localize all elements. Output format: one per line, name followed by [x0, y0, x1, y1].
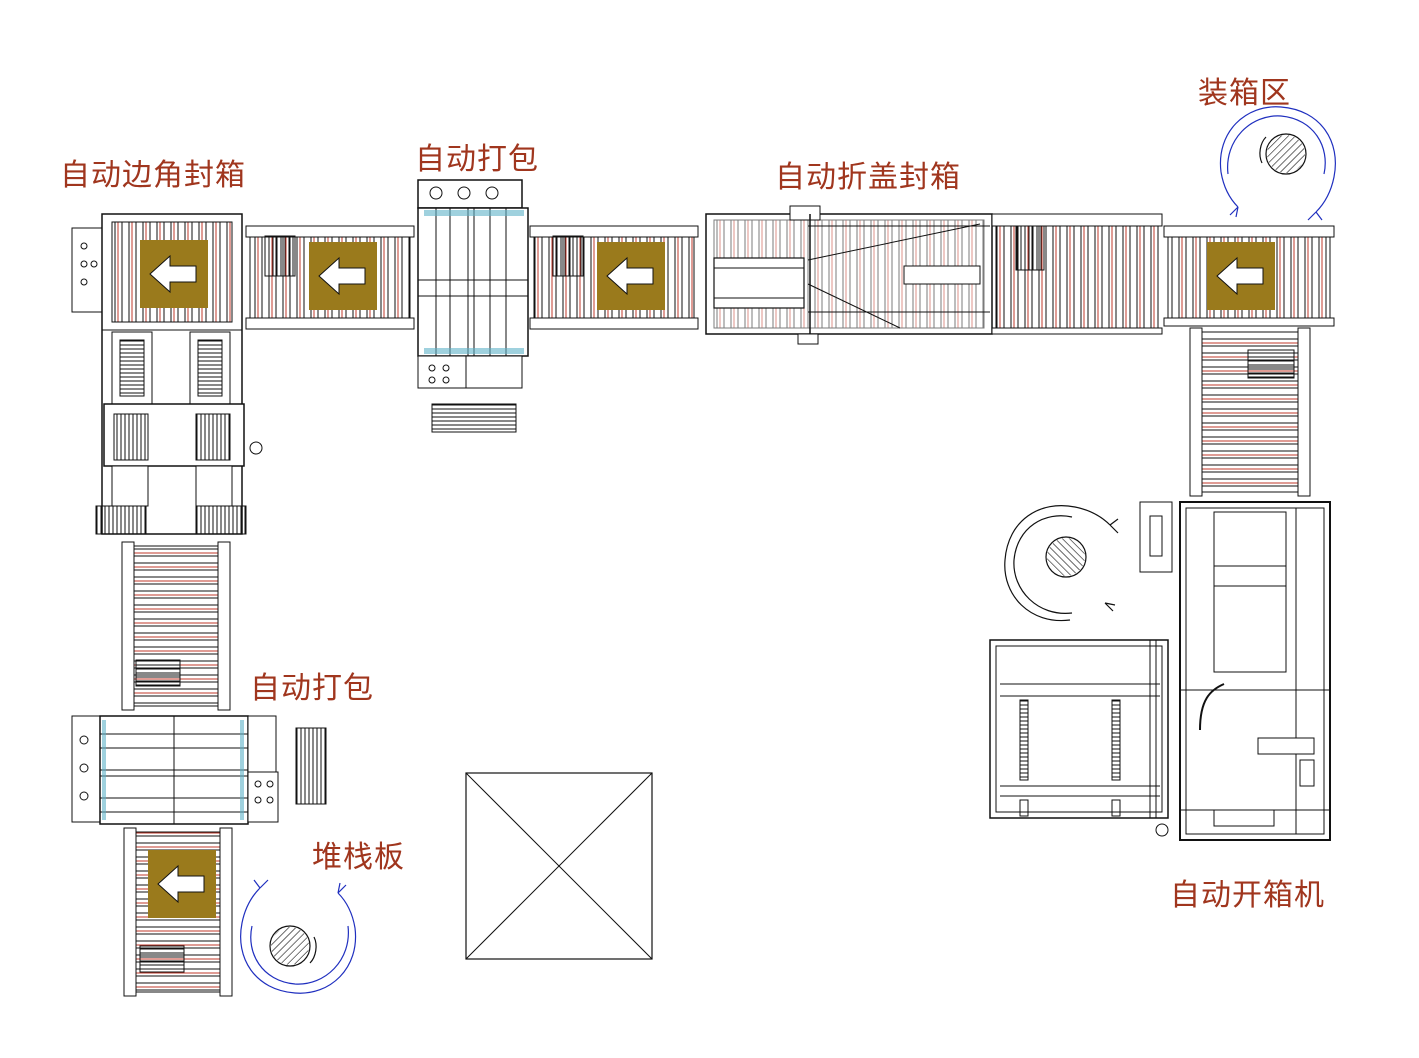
roller-conveyor-bottom-left [123, 827, 233, 997]
roller-conveyor [529, 225, 699, 330]
motor-icon [552, 235, 584, 277]
left-arrow-icon [596, 241, 666, 311]
strapper-machine-left [71, 715, 327, 825]
motor-icon [264, 235, 296, 277]
motor-icon [1247, 349, 1295, 379]
label-strapper-left: 自动打包 [250, 671, 374, 706]
roller-conveyor [991, 213, 1163, 335]
label-corner-sealer: 自动边角封箱 [60, 158, 246, 193]
pallet-placeholder-icon [465, 772, 653, 960]
motor-icon [1015, 225, 1045, 271]
operator-icon [240, 879, 357, 994]
operator-icon [1004, 505, 1119, 622]
left-arrow-icon [139, 239, 209, 309]
label-palletizing: 堆栈板 [312, 840, 405, 875]
strapper-machine-top [417, 179, 529, 433]
top-conveyor-line [245, 179, 1335, 433]
case-erector-machine [989, 501, 1331, 841]
label-packing-zone: 装箱区 [1198, 76, 1291, 111]
left-arrow-icon [1206, 241, 1276, 311]
roller-conveyor-vertical-left [121, 541, 231, 711]
motor-icon [135, 659, 181, 687]
label-flap-sealer: 自动折盖封箱 [775, 160, 961, 195]
operator-icon [1219, 106, 1336, 221]
left-arrow-icon [308, 241, 378, 311]
label-strapper-top: 自动打包 [415, 142, 539, 177]
motor-icon [139, 945, 185, 973]
corner-sealer-machine [71, 213, 263, 535]
label-case-erector: 自动开箱机 [1170, 878, 1325, 913]
flap-sealer-machine [705, 205, 993, 345]
roller-conveyor [245, 225, 415, 330]
roller-conveyor [1163, 225, 1335, 327]
left-arrow-icon [147, 849, 217, 919]
roller-conveyor-vertical-right [1189, 327, 1311, 497]
